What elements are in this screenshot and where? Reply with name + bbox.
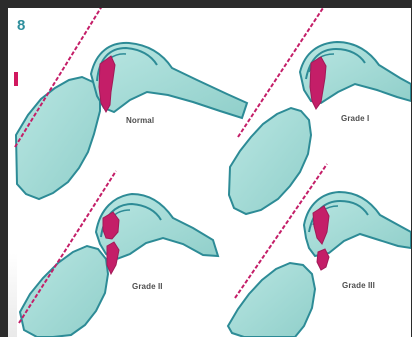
- label-grade-1: Grade I: [341, 114, 369, 123]
- figure-number: 8: [17, 18, 25, 33]
- upper-bone: [91, 43, 247, 118]
- grade-1-panel-graphic: [229, 8, 411, 214]
- label-grade-2: Grade II: [132, 282, 163, 291]
- figure-panel: 8: [8, 8, 411, 337]
- lower-bone: [228, 263, 315, 337]
- ligament-grade-2-lower: [107, 242, 119, 274]
- lower-bone: [16, 77, 100, 199]
- red-marker: [14, 72, 18, 86]
- lower-bone: [229, 108, 311, 214]
- grade-2-panel-graphic: [19, 171, 218, 337]
- normal-panel-graphic: [15, 8, 247, 199]
- label-grade-3: Grade III: [342, 281, 375, 290]
- lower-bone: [20, 246, 108, 337]
- label-normal: Normal: [126, 116, 154, 125]
- left-edge-shadow: [8, 253, 17, 337]
